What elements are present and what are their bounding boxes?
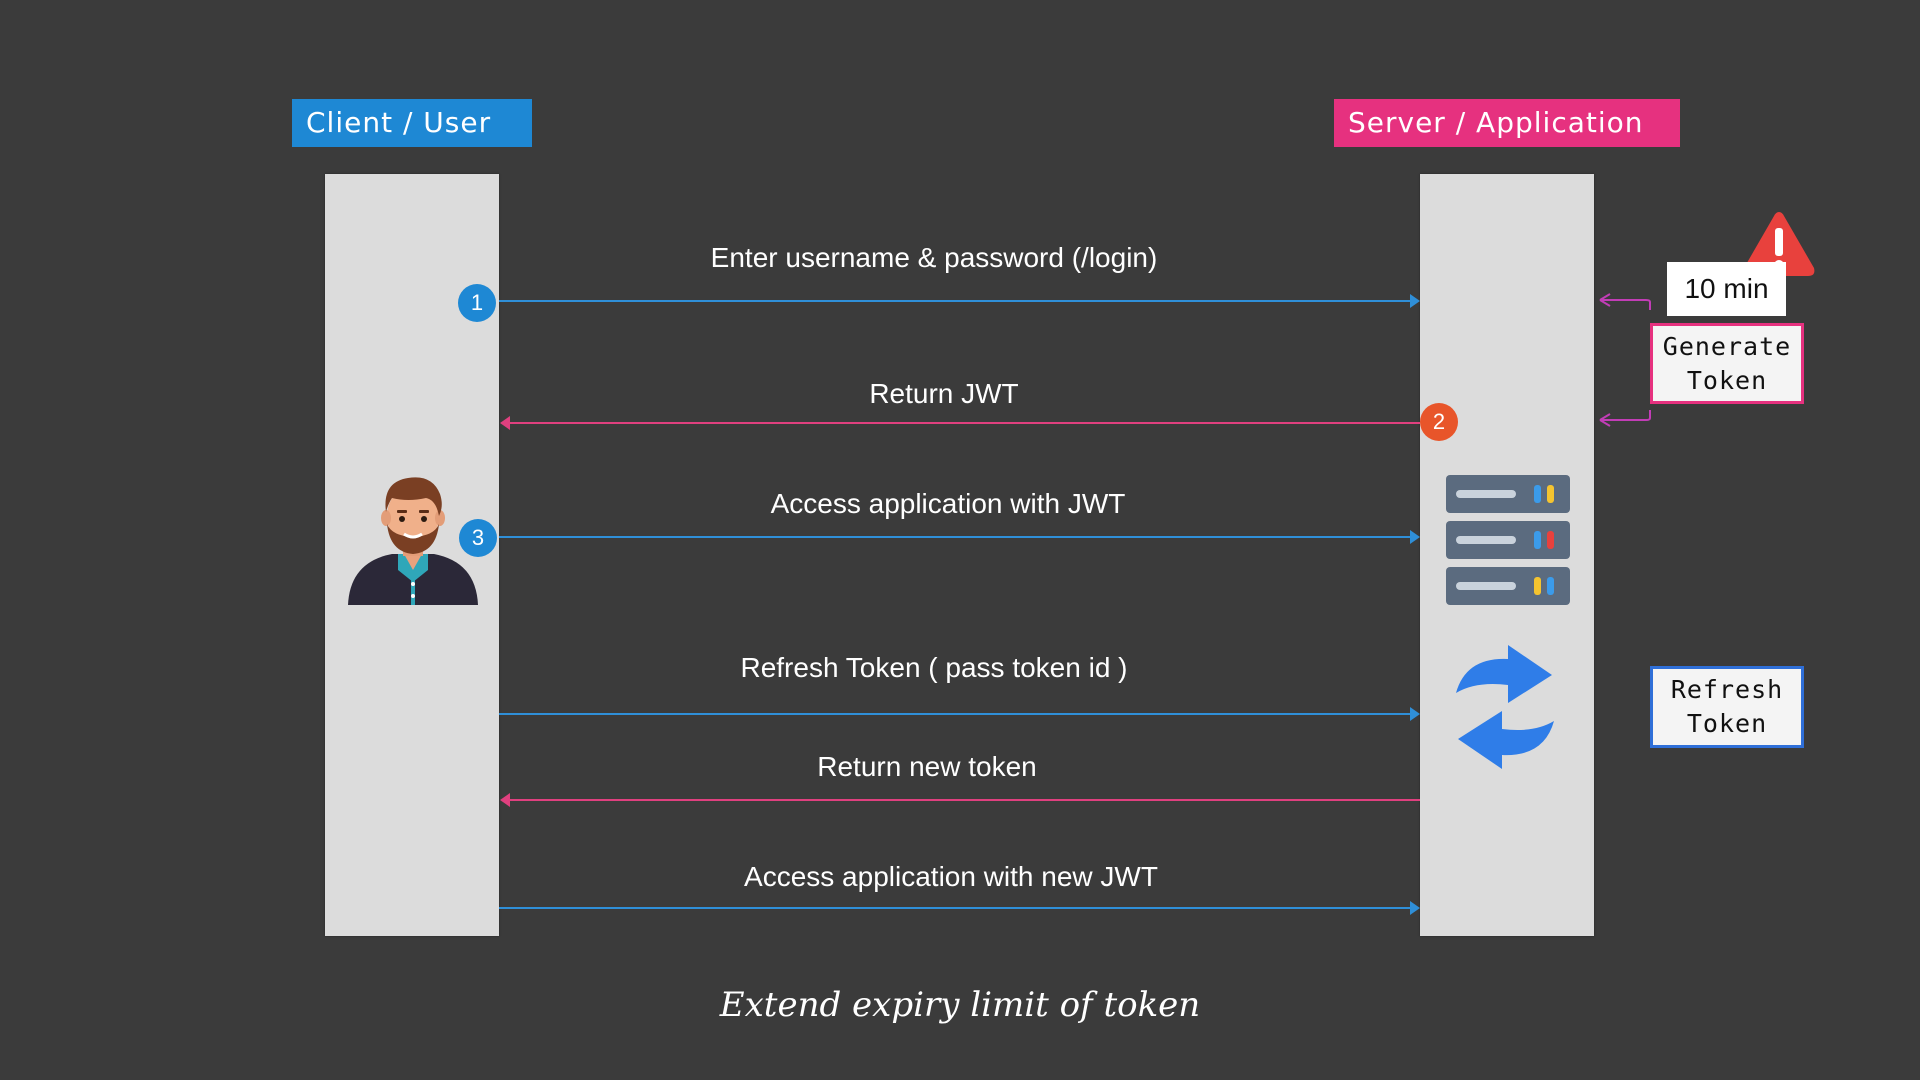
step-badge-2: 2 — [1420, 403, 1458, 441]
server-header: Server / Application — [1334, 99, 1680, 147]
expiry-label: 10 min — [1667, 262, 1786, 316]
generate-token-bracket — [1599, 293, 1651, 427]
generate-token-label: Generate Token — [1662, 331, 1792, 395]
step-badge-1: 1 — [458, 284, 496, 322]
message-access-new: Access application with new JWT — [744, 861, 1158, 892]
message-refresh: Refresh Token ( pass token id ) — [740, 652, 1128, 683]
arrow-access-jwt — [499, 530, 1420, 544]
message-return-jwt: Return JWT — [869, 378, 1019, 409]
arrow-return-new — [500, 793, 1420, 807]
arrow-refresh — [499, 707, 1420, 721]
message-login: Enter username & password (/login) — [710, 242, 1158, 273]
arrow-return-jwt — [500, 416, 1420, 430]
arrow-access-new — [499, 901, 1420, 915]
arrow-login — [499, 294, 1420, 308]
message-access-jwt: Access application with JWT — [770, 488, 1126, 519]
refresh-token-box: Refresh Token — [1650, 666, 1804, 748]
step-badge-3: 3 — [459, 519, 497, 557]
message-return-new: Return new token — [817, 751, 1037, 782]
generate-token-box: Generate Token — [1650, 323, 1804, 404]
client-header: Client / User — [292, 99, 532, 147]
refresh-token-label: Refresh Token — [1670, 675, 1784, 738]
footer-caption: Extend expiry limit of token — [719, 985, 1201, 1025]
server-rack-icon — [1446, 475, 1570, 605]
refresh-cycle-icon — [1456, 645, 1554, 769]
person-avatar-icon — [348, 477, 478, 605]
